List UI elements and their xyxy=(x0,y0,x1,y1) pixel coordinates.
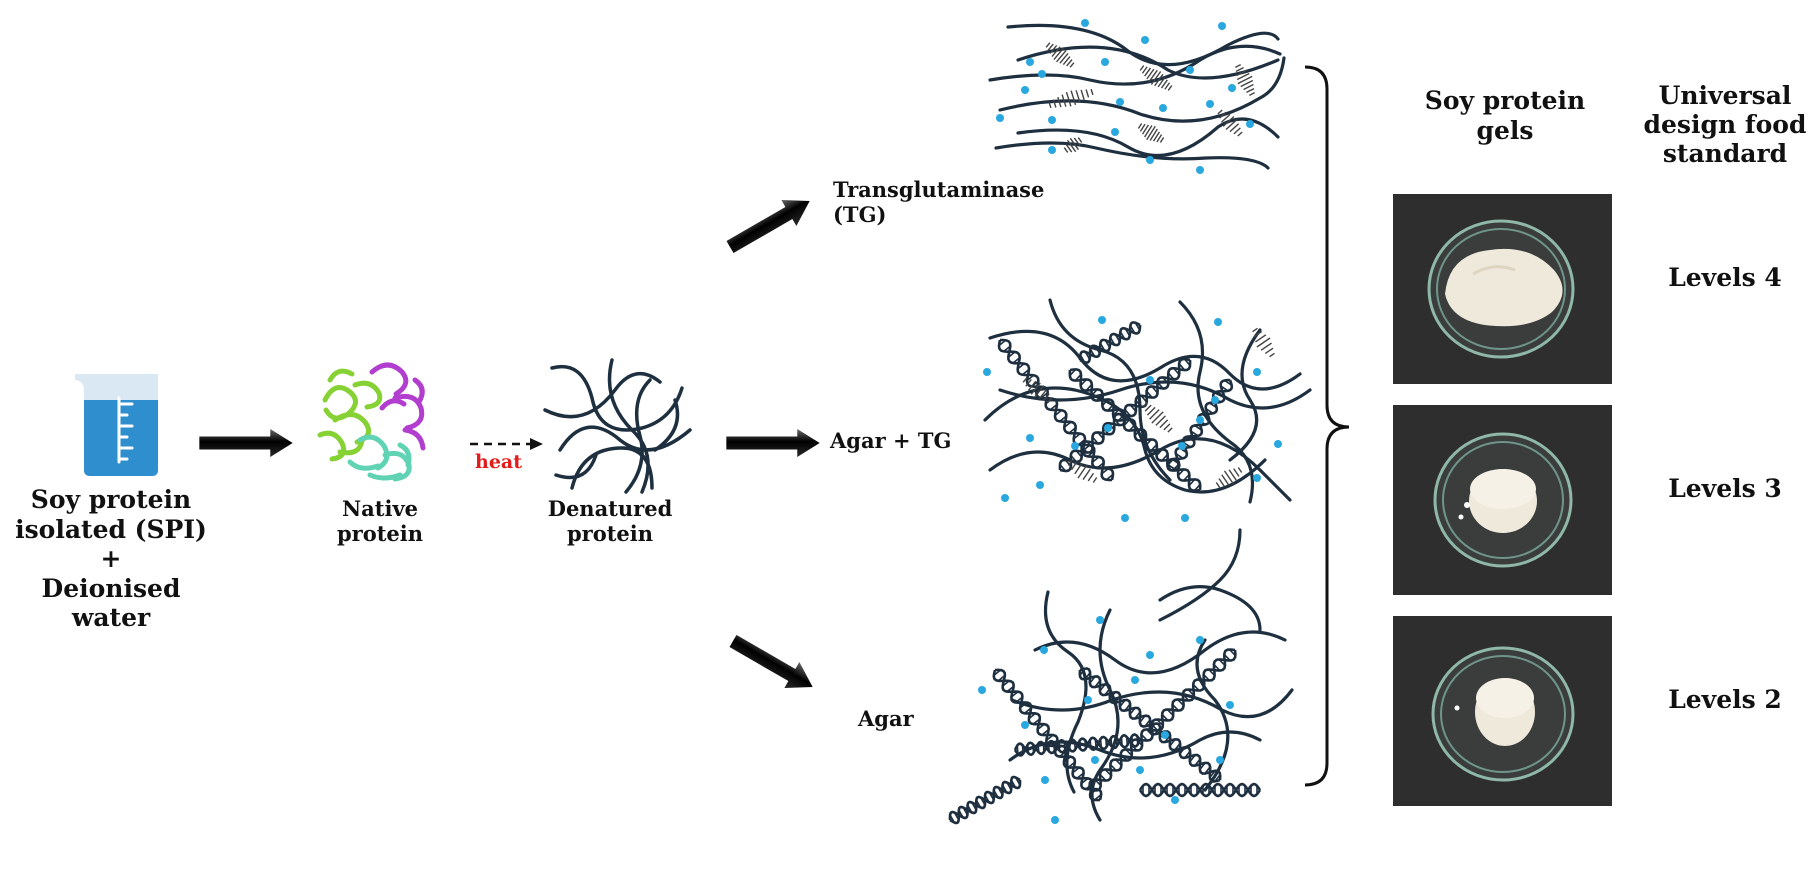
bracket xyxy=(1304,65,1350,787)
branch-agar-label: Agar xyxy=(858,706,914,731)
gel-photo-level-3 xyxy=(1393,405,1612,595)
start-label-line1: Soy protein xyxy=(30,485,192,514)
arrow-to-native xyxy=(199,429,293,457)
header-udf-line3: standard xyxy=(1662,138,1788,168)
heat-arrow xyxy=(470,438,543,450)
branch-tg-label: Transglutaminase (TG) xyxy=(833,177,1045,227)
header-udf-line1: Universal xyxy=(1658,81,1792,110)
header-udf-line2: design food xyxy=(1643,109,1807,139)
denatured-protein-icon xyxy=(543,358,692,494)
native-label-line1: Native xyxy=(341,496,419,521)
arrow-to-agar-tg xyxy=(726,429,820,457)
tg-network-icon xyxy=(988,19,1286,174)
agar-network-icon xyxy=(948,528,1294,825)
arrow-to-agar xyxy=(729,634,813,688)
header-gels: Soy protein gels xyxy=(1405,86,1605,145)
header-udf: Universal design food standard xyxy=(1625,81,1813,168)
denatured-label: Denatured protein xyxy=(540,496,680,547)
agar-tg-network-icon xyxy=(983,298,1312,522)
header-gels-line2: gels xyxy=(1476,115,1534,145)
level-label-2: Levels 2 xyxy=(1668,685,1782,714)
branch-agar-tg-label: Agar + TG xyxy=(830,428,952,453)
native-label-line2: protein xyxy=(336,520,424,546)
native-label: Native protein xyxy=(320,496,440,547)
start-label-line2: isolated (SPI) + xyxy=(15,514,207,574)
start-label-line3: Deionised water xyxy=(41,573,181,633)
denatured-label-line1: Denatured xyxy=(547,496,673,521)
level-label-4: Levels 4 xyxy=(1668,263,1782,292)
heat-label: heat xyxy=(475,451,522,473)
start-label: Soy protein isolated (SPI) + Deionised w… xyxy=(5,485,217,633)
level-label-3: Levels 3 xyxy=(1668,474,1782,503)
native-protein-icon xyxy=(317,362,426,482)
arrow-to-tg xyxy=(726,200,810,254)
beaker-icon xyxy=(75,374,158,476)
gel-photo-level-4 xyxy=(1393,194,1612,384)
denatured-label-line2: protein xyxy=(566,520,654,546)
header-gels-line1: Soy protein xyxy=(1424,86,1586,115)
gel-photo-level-2 xyxy=(1393,616,1612,806)
